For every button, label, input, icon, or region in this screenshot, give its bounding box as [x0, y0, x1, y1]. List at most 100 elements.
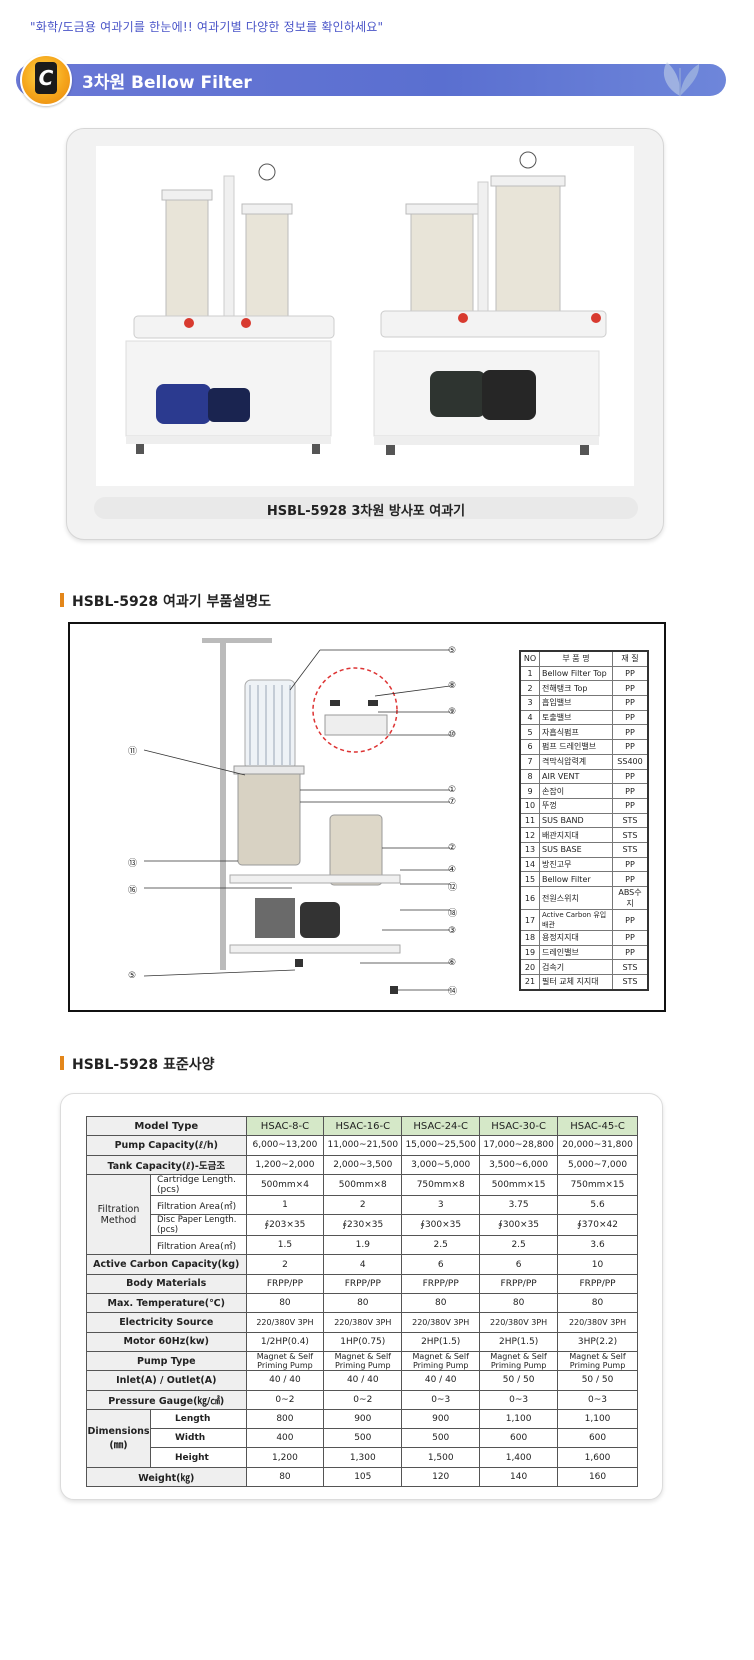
- parts-diagram-illustration: [143, 638, 451, 994]
- cell: 11,000~21,500: [323, 1135, 403, 1156]
- cell: 600: [557, 1428, 638, 1449]
- cell: 40 / 40: [245, 1370, 325, 1391]
- part-name: 용정지지대: [539, 930, 613, 946]
- cell: 2: [245, 1254, 325, 1275]
- cell: 0~3: [401, 1389, 481, 1410]
- title-band: [16, 64, 726, 96]
- model-name: HSAC-16-C: [323, 1115, 403, 1137]
- cell: 6,000~13,200: [245, 1135, 325, 1156]
- part-material: PP: [612, 944, 649, 961]
- part-material: STS: [612, 974, 649, 991]
- table-row: Model Type HSAC-8-C HSAC-16-C HSAC-24-C …: [86, 1115, 638, 1137]
- row-label: Body Materials: [86, 1273, 247, 1295]
- table-row: Tank Capacity(ℓ)-도금조 1,200~2,000 2,000~3…: [86, 1154, 638, 1175]
- part-name: 필터 교체 지지대: [539, 974, 613, 991]
- cell: 40 / 40: [323, 1370, 403, 1391]
- part-no: 12: [519, 827, 540, 843]
- part-no: 6: [519, 739, 540, 755]
- part-material: PP: [612, 724, 649, 741]
- cell: 0~3: [557, 1389, 638, 1410]
- col-part-name: 부 품 명: [539, 650, 613, 667]
- cell: 1,600: [557, 1447, 638, 1468]
- cell: 900: [323, 1408, 403, 1430]
- logo-icon: C: [20, 54, 72, 106]
- part-name: 드레인밸브: [539, 944, 613, 961]
- cell: 160: [557, 1466, 638, 1488]
- part-no: 7: [519, 753, 540, 770]
- cell: 1.5: [245, 1235, 325, 1256]
- cell: 750mm×8: [401, 1173, 481, 1196]
- table-row: Disc Paper Length.(pcs) ∮203×35 ∮230×35 …: [87, 1214, 638, 1237]
- cell: Magnet & Self Priming Pump: [479, 1350, 559, 1372]
- row-label: Weight(㎏): [86, 1466, 247, 1488]
- cell: 40 / 40: [401, 1370, 481, 1391]
- row-label: Pump Capacity(ℓ/h): [86, 1135, 247, 1156]
- table-row: Width 400 500 500 600 600: [87, 1428, 638, 1449]
- parts-section-title: HSBL-5928 여과기 부품설명도: [72, 594, 271, 610]
- photo-caption: HSBL-5928 3차원 방사포 여과기: [266, 504, 466, 519]
- part-material: PP: [612, 856, 649, 873]
- part-no: 4: [519, 709, 540, 726]
- part-name: 펌프 드레인밸브: [539, 739, 613, 755]
- part-name: 자흡식펌프: [539, 724, 613, 741]
- row-label: Width: [149, 1428, 247, 1449]
- cell: 220/380V 3PH: [245, 1312, 325, 1333]
- part-material: STS: [612, 827, 649, 843]
- part-material: PP: [612, 739, 649, 755]
- cell: 50 / 50: [479, 1370, 559, 1391]
- cell: 20,000~31,800: [557, 1135, 638, 1156]
- cell: FRPP/PP: [557, 1273, 638, 1295]
- callout-6: ⑥: [448, 958, 457, 968]
- row-label: Disc Paper Length.(pcs): [149, 1214, 247, 1237]
- row-label: Filtration Area(㎡): [149, 1235, 247, 1256]
- part-material: ABS수지: [612, 886, 649, 910]
- section-marker: [60, 1056, 64, 1070]
- cell: 1,100: [557, 1408, 638, 1430]
- cell: Magnet & Self Priming Pump: [401, 1350, 481, 1372]
- part-no: 11: [519, 812, 540, 829]
- part-material: PP: [612, 783, 649, 799]
- cell: 80: [245, 1466, 325, 1488]
- cell: 1,100: [479, 1408, 559, 1430]
- table-row: Max. Temperature(℃) 80 80 80 80 80: [86, 1293, 638, 1314]
- cell: Magnet & Self Priming Pump: [323, 1350, 403, 1372]
- table-row: Pump Type Magnet & Self Priming Pump Mag…: [86, 1350, 638, 1372]
- part-name: Bellow Filter: [539, 871, 613, 887]
- row-label: Active Carbon Capacity(kg): [86, 1254, 247, 1275]
- part-material: STS: [612, 959, 649, 976]
- cell: 6: [401, 1254, 481, 1275]
- part-name: AIR VENT: [539, 768, 613, 785]
- cell: 220/380V 3PH: [401, 1312, 481, 1333]
- cell: 80: [401, 1293, 481, 1314]
- cell: ∮300×35: [401, 1214, 481, 1237]
- model-name: HSAC-30-C: [479, 1115, 559, 1137]
- cell: 3: [401, 1194, 481, 1216]
- cell: 220/380V 3PH: [323, 1312, 403, 1333]
- table-row: Electricity Source 220/380V 3PH 220/380V…: [86, 1312, 638, 1333]
- cell: 2HP(1.5): [479, 1331, 559, 1352]
- part-material: PP: [612, 695, 649, 711]
- cell: 3.75: [479, 1194, 559, 1216]
- part-name: 배관지지대: [539, 827, 613, 843]
- cell: 80: [323, 1293, 403, 1314]
- part-no: 15: [519, 871, 540, 887]
- cell: 500mm×4: [245, 1173, 325, 1196]
- cell: 3HP(2.2): [557, 1331, 638, 1352]
- parts-table-header: NO 부 품 명 재 질: [519, 650, 649, 667]
- part-name: 격막식압력계: [539, 753, 613, 770]
- cell: 1,200: [245, 1447, 325, 1468]
- cell: 5,000~7,000: [557, 1154, 638, 1175]
- part-material: PP: [612, 709, 649, 726]
- cell: Magnet & Self Priming Pump: [245, 1350, 325, 1372]
- table-row: Pressure Gauge(㎏/㎠) 0~2 0~2 0~3 0~3 0~3: [86, 1389, 638, 1410]
- cell: 4: [323, 1254, 403, 1275]
